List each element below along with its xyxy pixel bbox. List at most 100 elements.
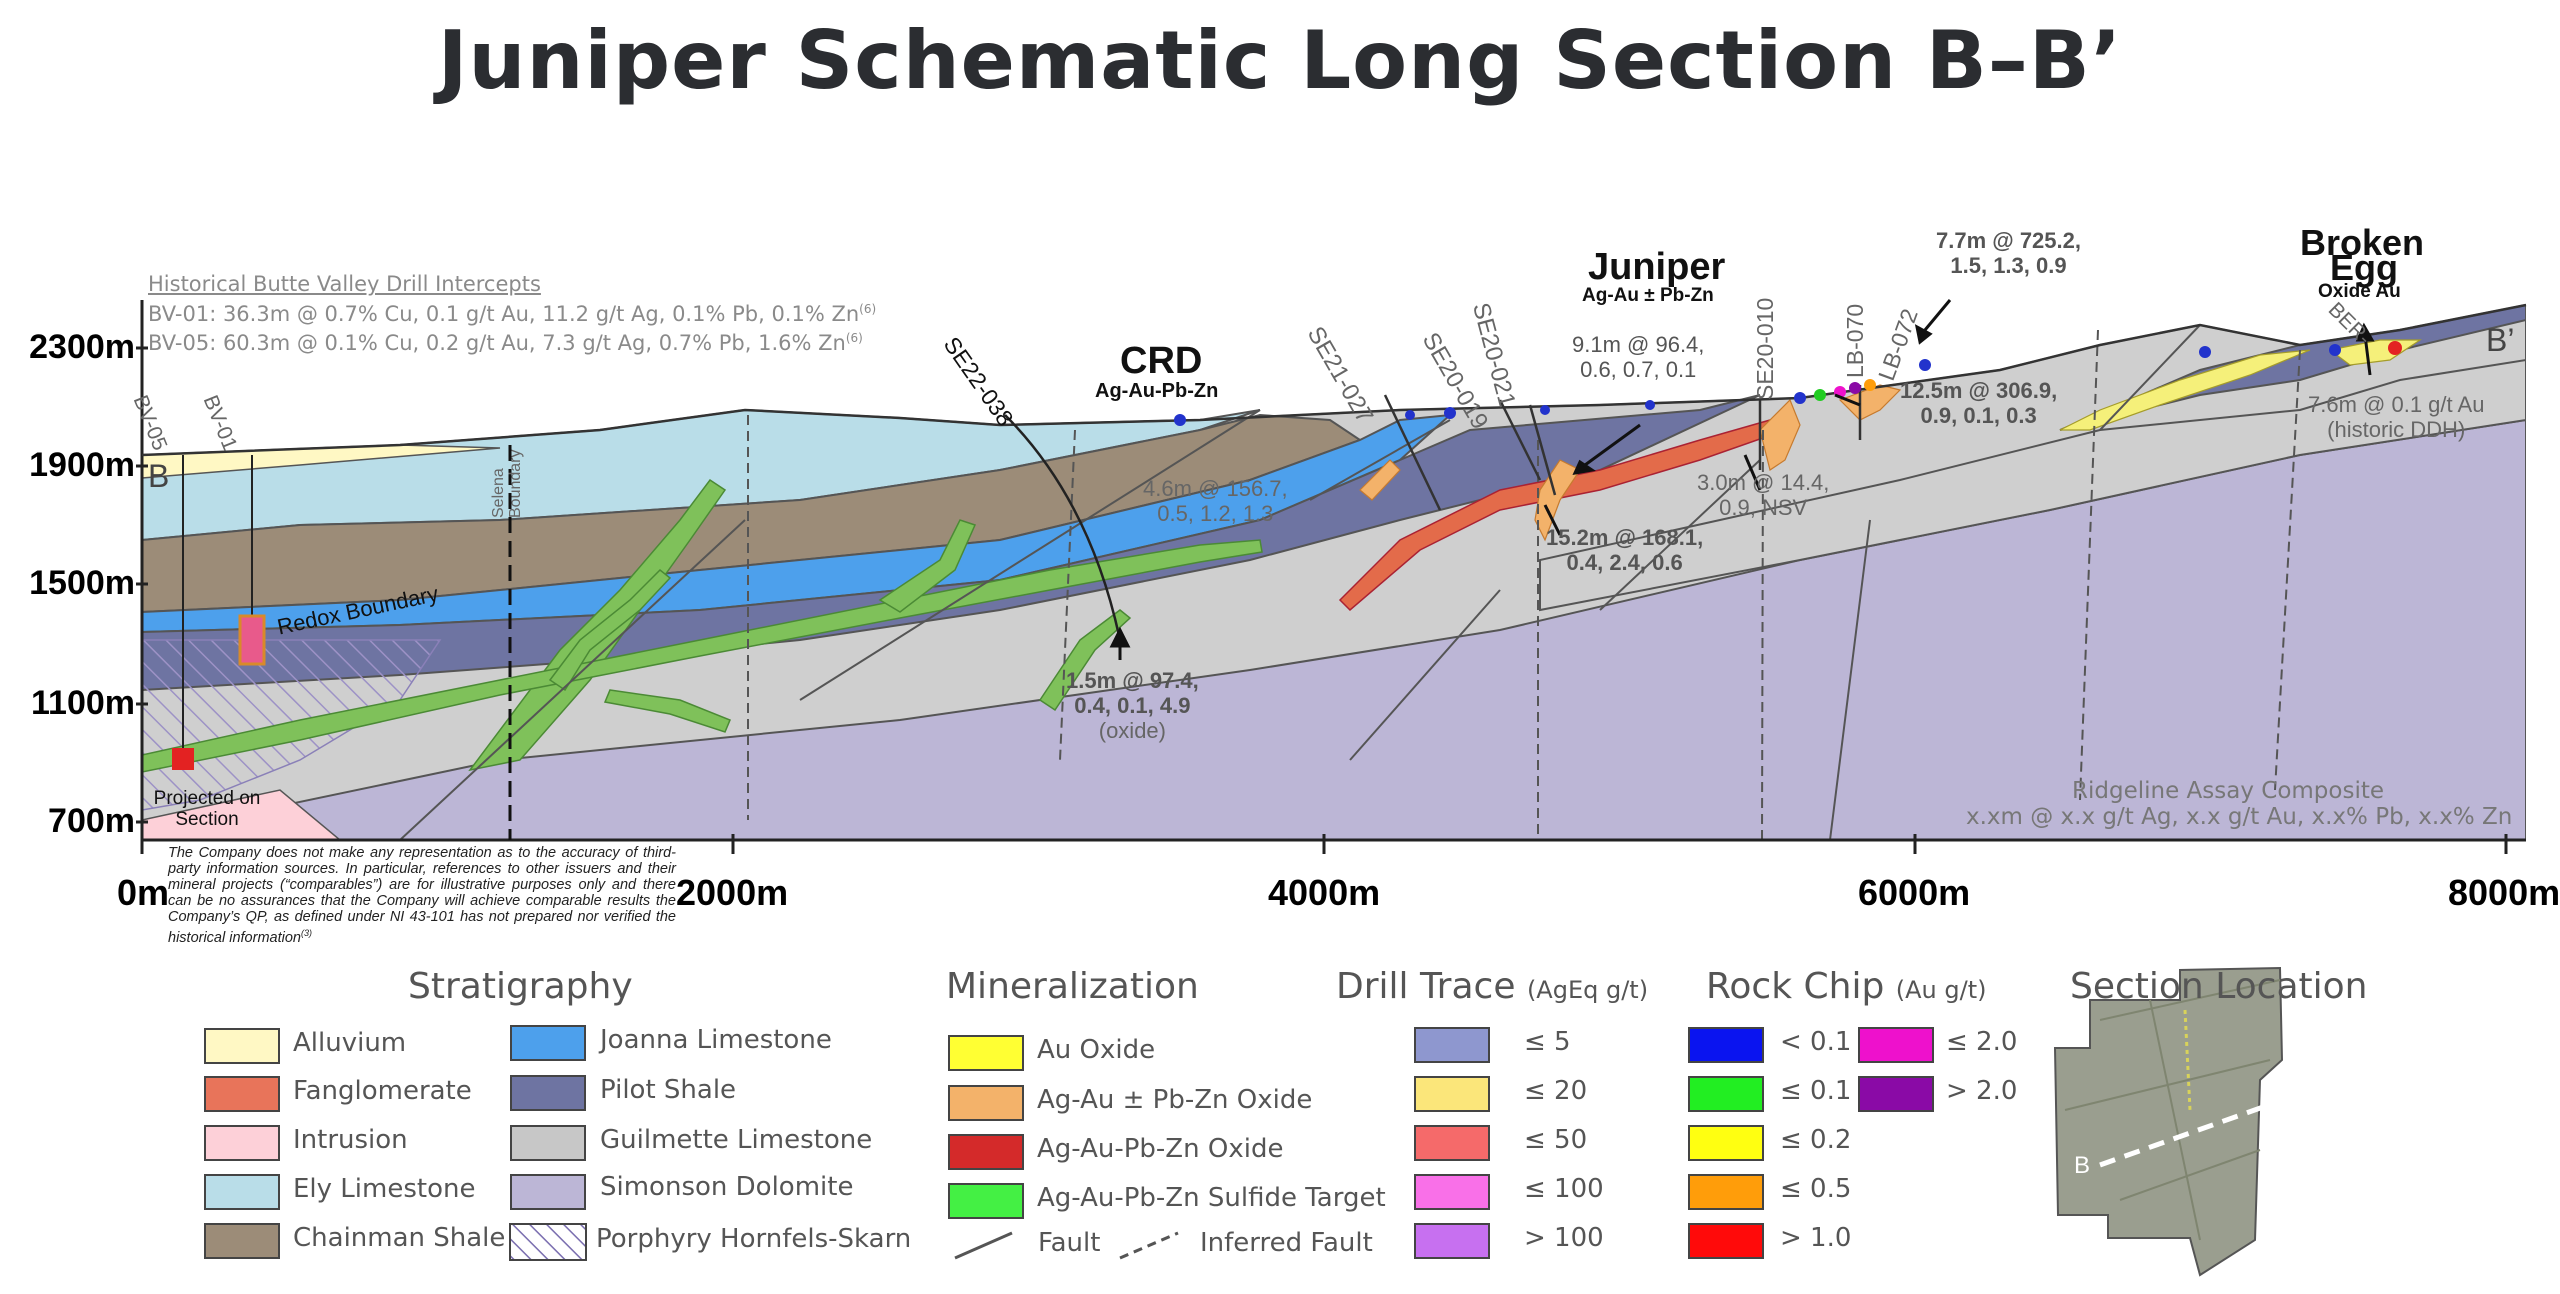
legend-label-porphyry-hornfels-skarn: Porphyry Hornfels-Skarn (596, 1224, 912, 1254)
legend-label-joanna-limestone: Joanna Limestone (600, 1025, 832, 1055)
broken-egg-subtitle: Oxide Au (2318, 281, 2401, 302)
distance-label-6000: 6000m (1858, 872, 1971, 913)
legend-section-location-title: Section Location (2070, 966, 2368, 1007)
elevation-label-1900: 1900m (29, 446, 135, 484)
legend-swatch-ag-au-oxide (948, 1085, 1024, 1121)
hole-label-se20-010: SE20-010 (1752, 297, 1778, 400)
elevation-label-1500: 1500m (29, 564, 135, 602)
ridgeline-template: x.xm @ x.x g/t Ag, x.x g/t Au, x.x% Pb, … (1966, 804, 2513, 830)
legend-swatch-rock-lt01 (1688, 1027, 1764, 1063)
legend-label-rock-gt20: > 2.0 (1946, 1076, 2018, 1106)
distance-label-2000: 2000m (676, 872, 789, 913)
legend-swatch-ag-au-pb-zn-oxide (948, 1134, 1024, 1170)
historical-bv05: BV-05: 60.3m @ 0.1% Cu, 0.2 g/t Au, 7.3 … (148, 331, 863, 355)
legend-swatch-fanglomerate (204, 1076, 280, 1112)
legend-label-alluvium: Alluvium (293, 1028, 407, 1058)
elevation-label-2300: 2300m (29, 328, 135, 366)
legend-swatch-drill-le20 (1414, 1076, 1490, 1112)
legend-label-rock-le05: ≤ 0.5 (1780, 1174, 1852, 1204)
legend-swatch-guilmette-limestone (510, 1125, 586, 1161)
legend-swatch-rock-le20 (1858, 1027, 1934, 1063)
disclaimer-text: The Company does not make any representa… (168, 845, 676, 946)
legend-swatch-intrusion (204, 1125, 280, 1161)
ridgeline-label: Ridgeline Assay Composite (2072, 778, 2385, 804)
legend-label-rock-lt01: < 0.1 (1780, 1027, 1852, 1057)
legend-label-guilmette-limestone: Guilmette Limestone (600, 1125, 873, 1155)
distance-label-0: 0m (117, 872, 170, 913)
legend-label-simonson-dolomite: Simonson Dolomite (600, 1172, 854, 1202)
legend-mineralization-title: Mineralization (946, 966, 1199, 1007)
legend-label-fault: Fault (1038, 1228, 1101, 1258)
distance-label-8000: 8000m (2448, 872, 2560, 913)
intercept-7-6m: 7.6m @ 0.1 g/t Au(historic DDH) (2308, 392, 2485, 442)
intercept-7-7m: 7.7m @ 725.2,1.5, 1.3, 0.9 (1936, 228, 2081, 278)
legend-label-sulfide-target: Ag-Au-Pb-Zn Sulfide Target (1037, 1183, 1386, 1213)
legend-rock-chip-title: Rock Chip (Au g/t) (1706, 966, 1987, 1007)
intercept-12-5m: 12.5m @ 306.9,0.9, 0.1, 0.3 (1900, 378, 2058, 428)
legend-label-drill-le100: ≤ 100 (1524, 1174, 1604, 1204)
legend-label-rock-le01: ≤ 0.1 (1780, 1076, 1852, 1106)
legend-swatch-ely-limestone (204, 1174, 280, 1210)
legend-swatch-rock-gt20 (1858, 1076, 1934, 1112)
legend-label-chainman-shale: Chainman Shale (293, 1223, 506, 1253)
legend-swatch-alluvium (204, 1028, 280, 1064)
legend-swatch-simonson-dolomite (510, 1174, 586, 1210)
legend-swatch-rock-le05 (1688, 1174, 1764, 1210)
legend-swatch-rock-gt10 (1688, 1223, 1764, 1259)
legend-drill-trace-title: Drill Trace (AgEq g/t) (1336, 966, 1649, 1007)
legend-label-pilot-shale: Pilot Shale (600, 1075, 737, 1105)
juniper-title: Juniper (1588, 246, 1726, 288)
page-title: Juniper Schematic Long Section B–B’ (437, 14, 2123, 107)
intercept-9-1m: 9.1m @ 96.4,0.6, 0.7, 0.1 (1572, 332, 1705, 382)
legend-label-rock-le20: ≤ 2.0 (1946, 1027, 2018, 1057)
intercept-3-0m: 3.0m @ 14.4,0.9, NSV (1697, 470, 1830, 520)
projected-on-section-label: Projected on Section (153, 788, 261, 830)
legend-label-rock-le02: ≤ 0.2 (1780, 1125, 1852, 1155)
legend-swatch-drill-le50 (1414, 1125, 1490, 1161)
broken-egg-title-line1: Broken (2300, 222, 2425, 263)
intercept-1-5m: 1.5m @ 97.4,0.4, 0.1, 4.9(oxide) (1066, 668, 1199, 743)
legend-swatch-joanna-limestone (510, 1025, 586, 1061)
legend-label-ag-au-pb-zn-oxide: Ag-Au-Pb-Zn Oxide (1037, 1134, 1284, 1164)
legend-label-inferred-fault: Inferred Fault (1200, 1228, 1373, 1258)
legend-swatch-chainman-shale (204, 1223, 280, 1259)
legend-swatch-drill-gt100 (1414, 1223, 1490, 1259)
selena-boundary-label: Selena Boundary (490, 449, 524, 519)
legend-label-intrusion: Intrusion (293, 1125, 408, 1155)
intrusion-unit (142, 789, 342, 840)
elevation-label-1100: 1100m (31, 684, 135, 722)
distance-label-4000: 4000m (1268, 872, 1381, 913)
location-b-prime-label: B’ (2318, 1070, 2340, 1097)
section-start-label: B (148, 458, 170, 494)
historical-bv01: BV-01: 36.3m @ 0.7% Cu, 0.1 g/t Au, 11.2… (148, 302, 877, 326)
intercept-4-6m: 4.6m @ 156.7,0.5, 1.2, 1.3 (1143, 476, 1288, 526)
crd-subtitle: Ag-Au-Pb-Zn (1095, 380, 1219, 402)
legend-swatch-drill-le5 (1414, 1027, 1490, 1063)
legend-stratigraphy-title: Stratigraphy (408, 966, 633, 1007)
elevation-label-700: 700m (48, 802, 135, 840)
legend-swatch-drill-le100 (1414, 1174, 1490, 1210)
legend-swatch-pilot-shale (510, 1075, 586, 1111)
legend-label-drill-le50: ≤ 50 (1524, 1125, 1588, 1155)
juniper-subtitle: Ag-Au ± Pb-Zn (1582, 285, 1714, 306)
legend-label-drill-le20: ≤ 20 (1524, 1076, 1588, 1106)
broken-egg-title-line2: Egg (2330, 247, 2398, 288)
legend-label-au-oxide: Au Oxide (1037, 1035, 1156, 1065)
legend-label-drill-gt100: > 100 (1524, 1223, 1604, 1253)
legend-label-ely-limestone: Ely Limestone (293, 1174, 476, 1204)
intercept-15-2m: 15.2m @ 168.1,0.4, 2.4, 0.6 (1546, 525, 1704, 575)
legend-swatch-rock-le01 (1688, 1076, 1764, 1112)
section-end-label: B’ (2486, 322, 2515, 358)
legend-label-ag-au-oxide: Ag-Au ± Pb-Zn Oxide (1037, 1085, 1313, 1115)
legend-swatch-sulfide-target (948, 1183, 1024, 1219)
historical-heading: Historical Butte Valley Drill Intercepts (148, 272, 541, 296)
hole-label-lb070: LB-070 (1842, 303, 1868, 378)
legend-swatch-rock-le02 (1688, 1125, 1764, 1161)
legend-swatch-au-oxide (948, 1035, 1024, 1071)
legend-label-rock-gt10: > 1.0 (1780, 1223, 1852, 1253)
legend-label-fanglomerate: Fanglomerate (293, 1076, 472, 1106)
crd-title: CRD (1120, 340, 1203, 382)
legend-label-drill-le5: ≤ 5 (1524, 1027, 1571, 1057)
location-b-label: B (2074, 1152, 2091, 1179)
section-location-map (2053, 966, 2326, 1277)
